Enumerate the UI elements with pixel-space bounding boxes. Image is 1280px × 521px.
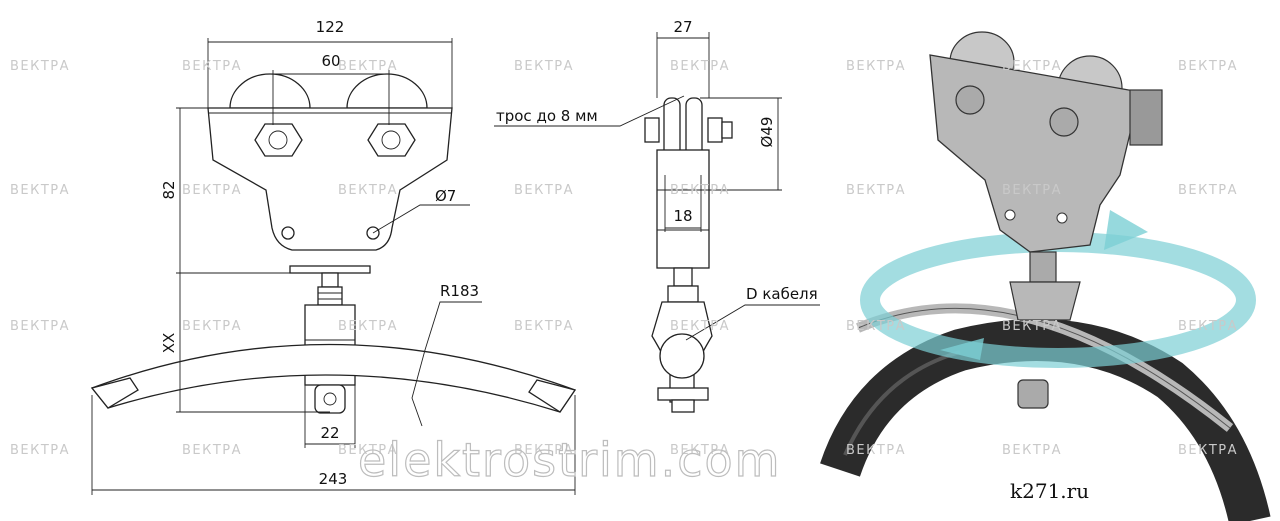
brand-watermark: ВЕКТРА <box>182 443 242 458</box>
trolley-body <box>207 107 453 251</box>
brand-watermark: ВЕКТРА <box>182 59 242 74</box>
brand-watermark: ВЕКТРА <box>10 59 70 74</box>
bolt-left <box>254 123 303 157</box>
dim-top-width: 122 <box>316 18 345 36</box>
brand-watermark: ВЕКТРА <box>514 59 574 74</box>
brand-watermarks: ВЕКТРА ВЕКТРА ВЕКТРА ВЕКТРА ВЕКТРА ВЕКТР… <box>10 59 1238 458</box>
brand-watermark: ВЕКТРА <box>514 443 574 458</box>
front-wheel-left <box>229 73 311 109</box>
dim-radius: R183 <box>440 282 479 300</box>
brand-watermark: ВЕКТРА <box>1178 319 1238 334</box>
dim-total-width: 243 <box>319 470 348 488</box>
swivel-stem <box>317 286 343 306</box>
dim-wheel-spacing: 60 <box>321 52 340 70</box>
dim-side-width: 27 <box>673 18 692 36</box>
dim-clamp-width: 22 <box>320 424 339 442</box>
dim-xx: XX <box>160 333 178 354</box>
render-view <box>820 31 1271 521</box>
brand-watermark: ВЕКТРА <box>182 183 242 198</box>
dim-wheel-diameter: Ø49 <box>758 117 776 148</box>
brand-watermark: ВЕКТРА <box>1002 319 1062 334</box>
brand-watermark: ВЕКТРА <box>338 59 398 74</box>
front-wheel-right <box>346 73 428 109</box>
brand-watermark: ВЕКТРА <box>182 319 242 334</box>
brand-watermark: ВЕКТРА <box>846 59 906 74</box>
front-view: 122 60 82 Ø7 XX R183 22 243 <box>90 18 577 495</box>
saddle-end-right <box>528 379 577 413</box>
dim-height: 82 <box>160 180 178 199</box>
label-cable-diameter: D кабеля <box>746 285 818 303</box>
brand-watermark: ВЕКТРА <box>1178 443 1238 458</box>
brand-watermark: ВЕКТРА <box>670 59 730 74</box>
brand-watermark: ВЕКТРА <box>514 319 574 334</box>
dim-inner-width: 18 <box>673 207 692 225</box>
site-watermark: elektrostrim.com <box>358 433 781 487</box>
brand-watermark: ВЕКТРА <box>670 443 730 458</box>
brand-watermark: ВЕКТРА <box>670 319 730 334</box>
brand-watermark: ВЕКТРА <box>10 183 70 198</box>
saddle-end-left <box>90 377 139 409</box>
side-cable-section <box>659 333 705 379</box>
brand-watermark: ВЕКТРА <box>846 443 906 458</box>
brand-watermark: ВЕКТРА <box>10 443 70 458</box>
brand-watermark: ВЕКТРА <box>338 443 398 458</box>
brand-watermark: ВЕКТРА <box>1178 59 1238 74</box>
brand-watermark: ВЕКТРА <box>10 319 70 334</box>
label-cable-note: трос до 8 мм <box>496 107 598 125</box>
brand-watermark: ВЕКТРА <box>1002 443 1062 458</box>
mount-hole-left <box>281 226 295 240</box>
brand-watermark: ВЕКТРА <box>846 183 906 198</box>
bolt-right <box>367 123 416 157</box>
brand-watermark: ВЕКТРА <box>514 183 574 198</box>
brand-watermark: ВЕКТРА <box>338 319 398 334</box>
brand-watermark: ВЕКТРА <box>1002 183 1062 198</box>
dim-hole-diameter: Ø7 <box>435 187 456 205</box>
brand-watermark: ВЕКТРА <box>846 319 906 334</box>
brand-watermark: ВЕКТРА <box>1178 183 1238 198</box>
brand-watermark: ВЕКТРА <box>1002 59 1062 74</box>
brand-watermark: ВЕКТРА <box>670 183 730 198</box>
site-credit: k271.ru <box>1010 479 1089 503</box>
side-view: 27 Ø49 18 трос до 8 мм D кабеля <box>494 18 820 413</box>
brand-watermark: ВЕКТРА <box>338 183 398 198</box>
